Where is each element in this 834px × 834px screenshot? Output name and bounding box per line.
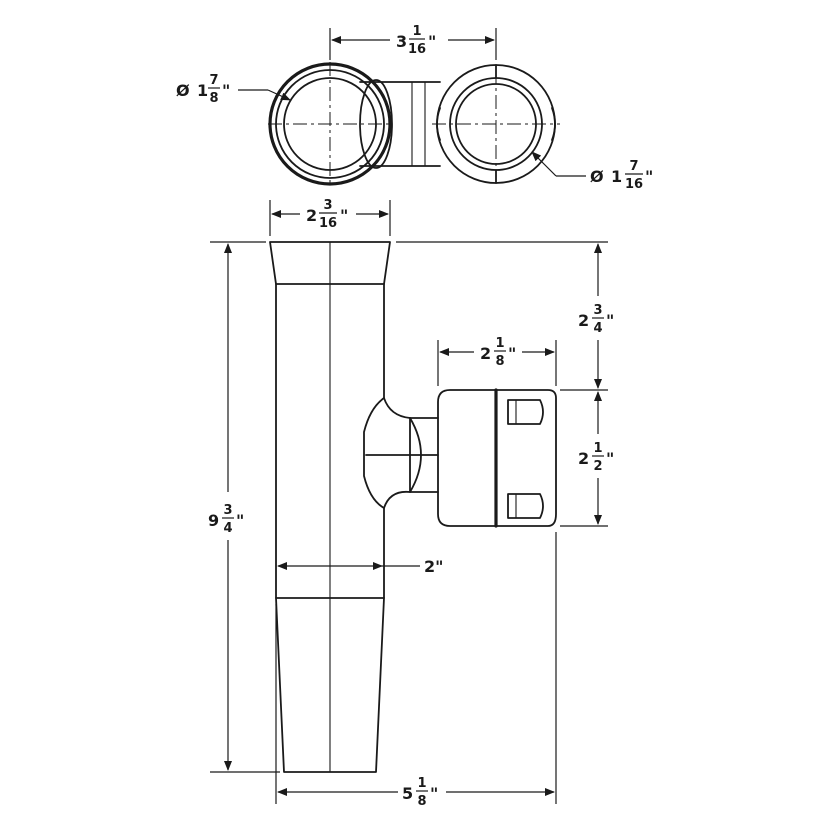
dim-bracket-height-whole: 2 [578, 449, 589, 468]
dim-overall-height-whole: 9 [208, 511, 219, 530]
dim-tube-top-width-num: 3 [323, 198, 332, 213]
dim-tube-top-width-whole: 2 [306, 206, 317, 225]
dim-tube-top-width-den: 16 [319, 216, 337, 231]
dim-right-diameter-num: 7 [629, 159, 638, 174]
dim-left-diameter-den: 8 [209, 91, 218, 106]
dim-bracket-height-num: 1 [593, 441, 602, 456]
dim-overall-width-unit: " [430, 784, 438, 803]
dim-upper-height-num: 3 [593, 303, 602, 318]
dim-upper-height: 2 3 4 " [396, 241, 614, 391]
dim-bracket-height: 2 1 2 " [560, 391, 614, 527]
dim-bracket-width: 2 1 8 " [437, 336, 557, 386]
dim-right-diameter: Ø 1 7 16 " [531, 151, 653, 192]
dim-left-diameter-num: 7 [209, 73, 218, 88]
dim-tube-width-whole: 2" [424, 557, 443, 576]
dim-upper-height-unit: " [606, 311, 614, 330]
dim-right-diameter-unit: " [645, 167, 653, 186]
dim-left-diameter-unit: " [222, 81, 230, 100]
dim-overall-width: 5 1 8 " [275, 532, 557, 809]
dim-left-diameter-whole: 1 [197, 81, 208, 100]
dim-top-span-num: 1 [412, 24, 421, 39]
dim-bracket-height-den: 2 [593, 459, 602, 474]
dim-bracket-width-unit: " [508, 344, 516, 363]
dim-top-span-unit: " [428, 32, 436, 51]
dim-right-diameter-whole: 1 [611, 167, 622, 186]
dim-overall-width-den: 8 [417, 794, 426, 809]
mount-bracket [437, 388, 557, 528]
dim-overall-height-unit: " [236, 511, 244, 530]
dim-right-diameter-prefix: Ø [590, 167, 604, 186]
main-tube [269, 241, 391, 773]
dim-overall-width-whole: 5 [402, 784, 413, 803]
dim-right-diameter-den: 16 [625, 177, 643, 192]
dim-top-span-whole: 3 [396, 32, 407, 51]
dim-left-diameter-prefix: Ø [176, 81, 190, 100]
dim-overall-height-num: 3 [223, 503, 232, 518]
swivel-knuckle [365, 397, 439, 509]
dim-overall-width-num: 1 [417, 776, 426, 791]
dim-top-span: 3 1 16 " [329, 24, 497, 60]
dim-tube-width: 2" [277, 557, 443, 576]
dim-tube-top-width-unit: " [340, 206, 348, 225]
dim-overall-height-den: 4 [223, 521, 232, 536]
dim-tube-top-width: 2 3 16 " [269, 198, 391, 236]
dim-bracket-height-unit: " [606, 449, 614, 468]
left-holder-top [268, 62, 393, 186]
front-view: 2 3 16 " 9 3 4 " 2 3 4 " [208, 198, 614, 809]
dim-upper-height-whole: 2 [578, 311, 589, 330]
dim-overall-height: 9 3 4 " [208, 241, 280, 773]
dim-bracket-width-den: 8 [495, 354, 504, 369]
top-view: 3 1 16 " Ø 1 7 8 " Ø 1 7 16 " [176, 24, 653, 192]
dim-left-diameter: Ø 1 7 8 " [176, 73, 291, 106]
right-holder-top [432, 64, 560, 184]
dim-bracket-width-num: 1 [495, 336, 504, 351]
dim-top-span-den: 16 [408, 42, 426, 57]
dim-bracket-width-whole: 2 [480, 344, 491, 363]
dim-upper-height-den: 4 [593, 321, 602, 336]
